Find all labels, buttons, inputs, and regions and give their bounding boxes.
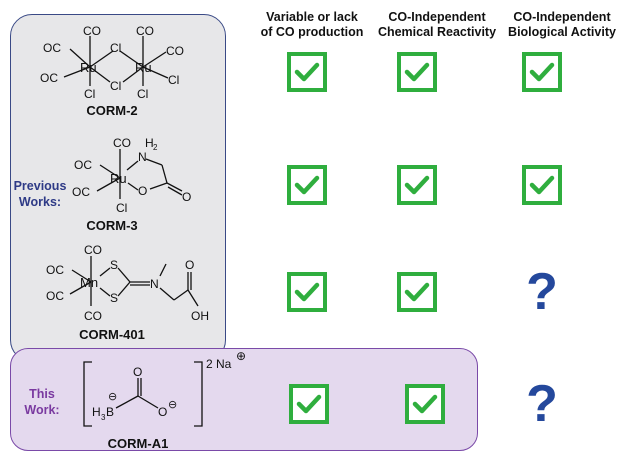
this-work-panel	[10, 348, 478, 451]
corm-3-o-carbonyl: O	[182, 190, 191, 204]
corm-a1-o-charge: ⊖	[168, 399, 177, 411]
corm-a1-h: H	[92, 405, 101, 419]
corm-2-cl-bridge-top: Cl	[110, 41, 121, 55]
corm-3-h: H	[145, 136, 154, 150]
check-icon	[287, 52, 327, 92]
corm-2-ru-right: Ru	[135, 60, 152, 75]
corm-2-oc-upper: OC	[43, 41, 61, 55]
corm-401-mn: Mn	[80, 275, 98, 290]
corm-3-n: N	[138, 150, 147, 164]
corm-401-co-bottom: CO	[84, 309, 102, 323]
corm-2-name: CORM-2	[86, 103, 138, 118]
check-icon	[405, 384, 445, 424]
corm-2-cl-right: Cl	[168, 73, 179, 87]
corm-401-oh: OH	[191, 309, 209, 323]
corm-3-ru: Ru	[110, 171, 127, 186]
corm-2-cl-bottom-left: Cl	[84, 87, 95, 101]
previous-works-label: Previous Works:	[13, 179, 67, 209]
corm-3-structure: CO OC OC Ru N H 2 O O Cl	[72, 136, 191, 215]
check-icon	[397, 272, 437, 312]
corm-401-n: N	[150, 277, 159, 291]
this-work-label: This Work:	[24, 387, 60, 417]
corm-2-co-right-upper: CO	[166, 44, 184, 58]
corm-3-co-top: CO	[113, 136, 131, 150]
question-mark-icon: ?	[526, 375, 558, 433]
check-icon	[522, 165, 562, 205]
corm-401-oc-lower: OC	[46, 289, 64, 303]
check-icon	[522, 52, 562, 92]
corm-a1-b: B	[106, 405, 114, 419]
check-icon	[289, 384, 329, 424]
check-icon	[397, 165, 437, 205]
corm-2-structure: CO CO OC OC Ru Ru Cl Cl Cl Cl CO Cl	[40, 24, 184, 101]
corm-3-oc-upper: OC	[74, 158, 92, 172]
corm-a1-o-top: O	[133, 365, 142, 379]
corm-3-oc-lower: OC	[72, 185, 90, 199]
corm-3-cl: Cl	[116, 201, 127, 215]
previous-works-panel	[10, 14, 226, 362]
corm-2-cl-bottom-right: Cl	[137, 87, 148, 101]
corm-a1-plus-charge: ⊕	[236, 349, 246, 363]
corm-a1-name: CORM-A1	[107, 436, 169, 451]
corm-401-oc-upper: OC	[46, 263, 64, 277]
corm-a1-b-charge: ⊖	[108, 391, 117, 403]
check-icon	[287, 272, 327, 312]
check-icon	[397, 52, 437, 92]
corm-2-oc-lower: OC	[40, 71, 58, 85]
corm-a1-structure: O O ⊖ H 3 B ⊖ 2 Na ⊕	[83, 349, 246, 427]
header-biological-activity: CO-Independent Biological Activity	[508, 10, 616, 39]
header-chemical-reactivity: CO-Independent Chemical Reactivity	[377, 10, 497, 39]
corm-3-name: CORM-3	[86, 218, 138, 233]
corm-a1-h-sub: 3	[101, 413, 106, 422]
corm-401-o: O	[185, 258, 194, 272]
corm-401-co-top: CO	[84, 243, 102, 257]
corm-3-h-sub: 2	[153, 143, 158, 152]
corm-2-cl-bridge-bottom: Cl	[110, 79, 121, 93]
corm-401-s-upper: S	[110, 258, 118, 272]
corm-2-ru-left: Ru	[80, 60, 97, 75]
corm-2-co-top-right: CO	[136, 24, 154, 38]
corm-a1-counter-ion: 2 Na	[206, 357, 232, 371]
corm-401-name: CORM-401	[79, 327, 145, 342]
header-co-production: Variable or lack of CO production	[260, 10, 364, 39]
corm-a1-o-anion: O	[158, 405, 167, 419]
corm-401-structure: CO OC OC Mn S S N O OH CO	[46, 243, 209, 323]
corm-3-o-ring: O	[138, 184, 147, 198]
check-icon	[287, 165, 327, 205]
corm-2-co-top-left: CO	[83, 24, 101, 38]
corm-401-s-lower: S	[110, 291, 118, 305]
question-mark-icon: ?	[526, 263, 558, 321]
